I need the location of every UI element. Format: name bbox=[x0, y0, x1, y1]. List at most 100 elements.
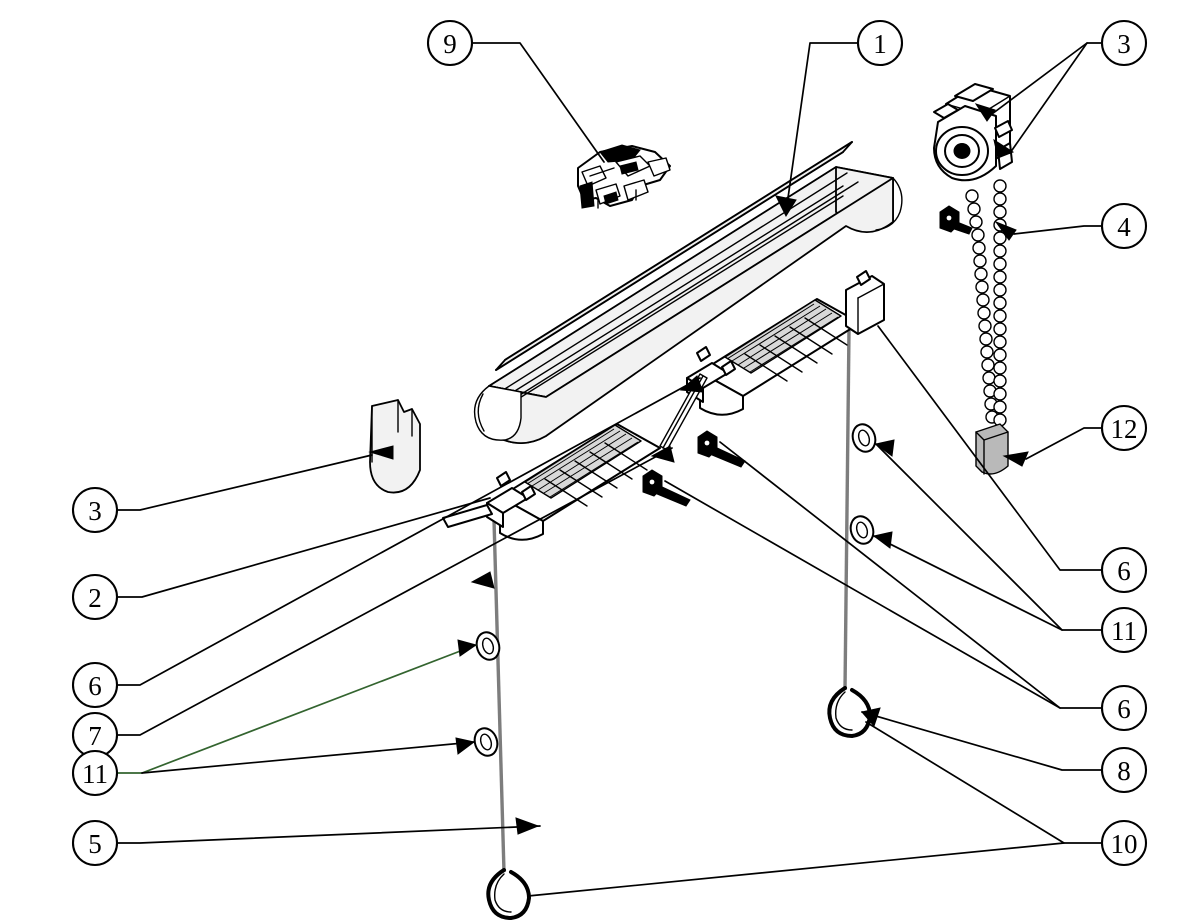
leader-10-a bbox=[865, 721, 1103, 844]
balloon-label: 3 bbox=[1117, 29, 1131, 59]
arrow-8 bbox=[861, 707, 881, 727]
balloon-callout-10[interactable]: 10 bbox=[1100, 819, 1148, 867]
leader-3-left bbox=[116, 454, 373, 511]
balloon-callout-3[interactable]: 3 bbox=[71, 486, 119, 534]
cord-ring-c bbox=[851, 423, 877, 453]
leader-6-left bbox=[116, 377, 701, 686]
balloon-label: 4 bbox=[1117, 212, 1131, 242]
leader-11-left-b bbox=[141, 741, 475, 774]
arrow-11-d bbox=[872, 531, 893, 549]
balloon-circle bbox=[1100, 404, 1148, 452]
balloon-callout-1[interactable]: 1 bbox=[856, 19, 904, 67]
balloon-callout-11[interactable]: 11 bbox=[71, 749, 119, 797]
arrow-7 bbox=[650, 445, 675, 463]
balloon-callout-12[interactable]: 12 bbox=[1100, 404, 1148, 452]
bead-chain-left-strand bbox=[965, 189, 999, 424]
leader-arrow-3-right-b bbox=[993, 138, 1015, 159]
coil-winding-right bbox=[726, 303, 839, 373]
balloon-callout-6[interactable]: 6 bbox=[71, 661, 119, 709]
balloon-label: 1 bbox=[873, 29, 887, 59]
cord-loop-lower bbox=[486, 868, 531, 920]
balloon-circle bbox=[71, 661, 119, 709]
cord-spool-assembly-left bbox=[442, 423, 661, 541]
leader-11-left-a bbox=[116, 644, 477, 774]
leader-7 bbox=[116, 447, 673, 736]
balloon-callout-8[interactable]: 8 bbox=[1100, 746, 1148, 794]
leader-6-right-2b bbox=[664, 480, 1061, 709]
leader-6-right-1 bbox=[877, 325, 1103, 571]
leader-2 bbox=[116, 497, 491, 598]
balloon-label: 3 bbox=[88, 496, 102, 526]
leader-10-b bbox=[527, 842, 1065, 897]
lift-cord-right bbox=[843, 329, 851, 691]
leader-12 bbox=[1025, 427, 1103, 460]
leader-arrow-4 bbox=[994, 220, 1017, 241]
cord-loop-upper bbox=[827, 686, 872, 738]
balloon-label: 11 bbox=[1111, 616, 1137, 646]
arrow-2 bbox=[470, 571, 495, 589]
headrail-extrusion bbox=[473, 141, 903, 445]
balloon-circle bbox=[856, 19, 904, 67]
lift-cord-group bbox=[492, 329, 851, 873]
cord-lock-clip bbox=[577, 144, 671, 209]
balloon-callout-5[interactable]: 5 bbox=[71, 819, 119, 867]
coil-winding-left bbox=[526, 428, 639, 498]
cord-ring-d bbox=[849, 515, 875, 545]
balloon-label: 6 bbox=[1117, 556, 1131, 586]
balloon-circle bbox=[71, 486, 119, 534]
balloon-label: 5 bbox=[88, 829, 102, 859]
leader-arrowheads bbox=[455, 375, 895, 835]
balloon-label: 10 bbox=[1111, 829, 1138, 859]
balloon-callout-3[interactable]: 3 bbox=[1100, 19, 1148, 67]
bead-chain bbox=[965, 179, 1017, 427]
fixing-screw-b bbox=[697, 430, 746, 468]
balloon-circle bbox=[1100, 684, 1148, 732]
balloon-circle bbox=[426, 19, 474, 67]
cord-ring-b bbox=[473, 727, 499, 757]
arrow-5 bbox=[515, 817, 540, 835]
arrow-11-a bbox=[457, 639, 478, 657]
fixing-screw-a bbox=[642, 469, 691, 507]
clutch-bracket bbox=[933, 83, 1015, 182]
balloon-circle bbox=[1100, 606, 1148, 654]
balloon-callout-4[interactable]: 4 bbox=[1100, 202, 1148, 250]
balloon-circle bbox=[1100, 19, 1148, 67]
arrow-11-c bbox=[874, 439, 895, 457]
fixing-screw-c bbox=[939, 205, 973, 235]
leader-arrow-12 bbox=[1002, 451, 1029, 467]
balloon-callout-2[interactable]: 2 bbox=[71, 573, 119, 621]
leader-8 bbox=[861, 711, 1103, 771]
balloon-callout-11[interactable]: 11 bbox=[1100, 606, 1148, 654]
cord-ring-a bbox=[475, 631, 501, 661]
bead-chain-right-strand bbox=[993, 179, 1007, 427]
balloon-callout-6[interactable]: 6 bbox=[1100, 546, 1148, 594]
leader-arrow-3-right-a bbox=[974, 103, 996, 122]
balloon-circle bbox=[1100, 819, 1148, 867]
balloon-circle bbox=[1100, 746, 1148, 794]
leader-6-right-2a bbox=[719, 441, 1103, 709]
leader-11-right-b bbox=[873, 535, 1063, 631]
leader-5 bbox=[116, 825, 541, 844]
balloon-circle bbox=[71, 749, 119, 797]
leader-arrow-3-left bbox=[368, 445, 394, 460]
balloon-label: 6 bbox=[1117, 694, 1131, 724]
leader-4 bbox=[1013, 225, 1103, 235]
leader-lines bbox=[116, 42, 1103, 897]
balloon-label: 12 bbox=[1111, 414, 1138, 444]
balloon-circle bbox=[71, 573, 119, 621]
arrow-11-b bbox=[455, 737, 476, 755]
balloon-label: 2 bbox=[88, 583, 102, 613]
lift-cord-left bbox=[492, 519, 506, 873]
balloon-label: 9 bbox=[443, 29, 457, 59]
balloon-callout-7[interactable]: 7 bbox=[71, 711, 119, 759]
balloon-label: 6 bbox=[88, 671, 102, 701]
balloon-callout-6[interactable]: 6 bbox=[1100, 684, 1148, 732]
balloon-label: 7 bbox=[88, 721, 102, 751]
balloon-callout-9[interactable]: 9 bbox=[426, 19, 474, 67]
leader-9 bbox=[471, 42, 605, 163]
leader-3-top-b bbox=[1009, 42, 1088, 154]
balloon-label: 8 bbox=[1117, 756, 1131, 786]
